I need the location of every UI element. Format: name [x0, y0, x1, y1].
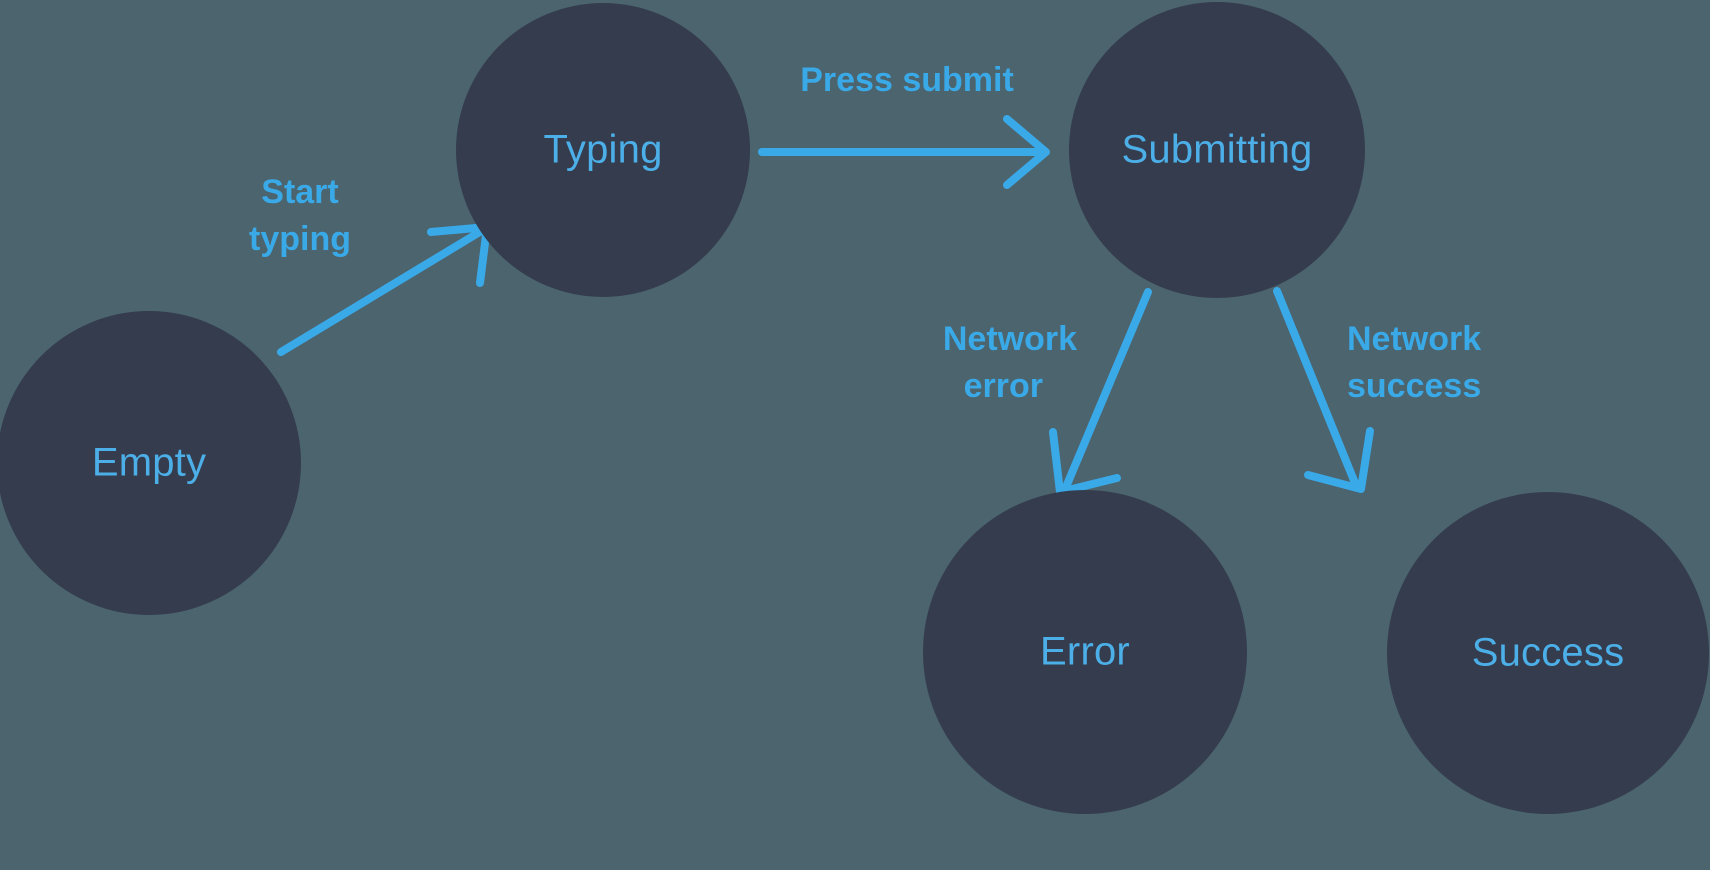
edge-empty-to-typing-line — [277, 226, 487, 356]
state-node-success-label: Success — [1472, 631, 1625, 675]
state-node-submitting[interactable]: Submitting — [1069, 2, 1365, 298]
state-node-submitting-label: Submitting — [1122, 128, 1313, 172]
edge-label-network-error: Network error — [943, 320, 1077, 405]
state-node-empty-circle — [0, 311, 301, 615]
edge-label-press-submit: Press submit — [800, 61, 1014, 99]
state-node-error-circle — [923, 490, 1247, 814]
edge-label-network-success: Network success — [1347, 320, 1481, 405]
edge-label-start-typing: Start typing — [249, 173, 351, 258]
edge-label-network-success-line1: Network — [1347, 320, 1481, 358]
state-node-typing[interactable]: Typing — [456, 3, 750, 297]
edge-label-network-success-line2: success — [1347, 367, 1481, 405]
edge-label-network-error-line2: error — [964, 367, 1043, 405]
edge-typing-to-submitting-arrowhead — [1003, 115, 1050, 189]
state-node-success-circle — [1387, 492, 1709, 814]
edge-label-start-typing-line2: typing — [249, 220, 351, 258]
state-node-success[interactable]: Success — [1387, 492, 1709, 814]
edge-submitting-to-success[interactable] — [1273, 287, 1374, 493]
state-node-error-label: Error — [1040, 630, 1130, 674]
edge-label-press-submit-text: Press submit — [800, 61, 1014, 99]
state-node-typing-circle — [456, 3, 750, 297]
state-node-typing-label: Typing — [543, 128, 662, 172]
edge-label-start-typing-line1: Start — [261, 173, 338, 211]
state-node-submitting-circle — [1069, 2, 1365, 298]
edge-typing-to-submitting[interactable] — [758, 115, 1050, 189]
state-node-empty-label: Empty — [92, 441, 206, 485]
edge-submitting-to-success-line — [1273, 287, 1359, 487]
state-node-error[interactable]: Error — [923, 490, 1247, 814]
state-node-empty[interactable]: Empty — [0, 311, 301, 615]
edge-submitting-to-success-arrowhead — [1304, 427, 1374, 493]
edge-label-network-error-line1: Network — [943, 320, 1077, 358]
edge-submitting-to-error-line — [1062, 288, 1152, 491]
